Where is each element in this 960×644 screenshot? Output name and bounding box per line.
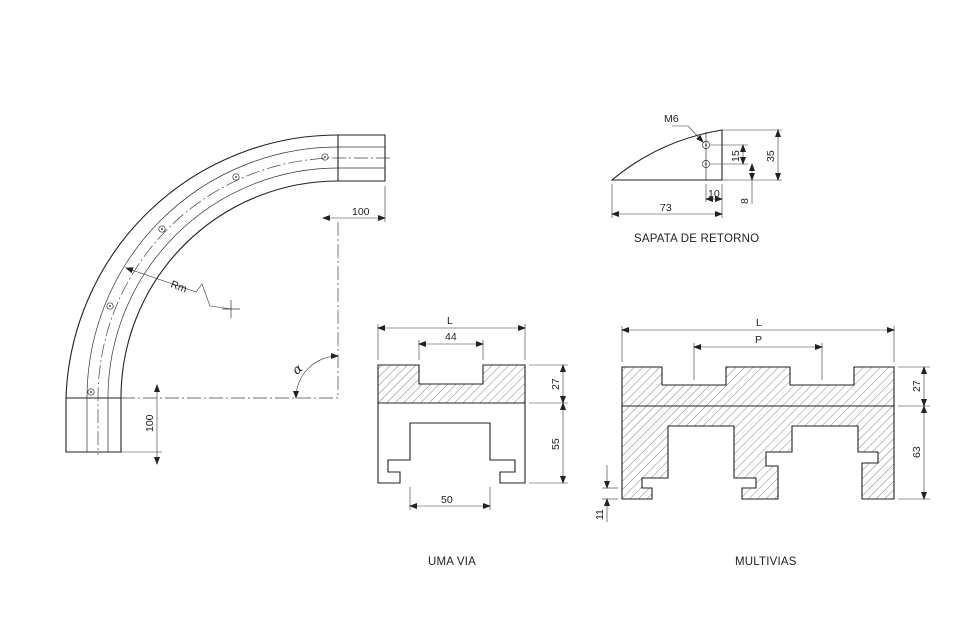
return-shoe-dim-spacing: 15: [730, 150, 742, 162]
single-way-section: L 44 50 27 55 UMA VIA: [377, 315, 568, 568]
return-shoe-dim-offset: 10: [708, 188, 720, 200]
angle-label: α: [290, 361, 307, 378]
multi-way-dim-width: L: [756, 317, 762, 329]
single-way-lower-profile: [377, 402, 526, 484]
curve-center-line: [97, 157, 390, 455]
multi-way-dim-upper-height: 27: [911, 380, 923, 392]
curve-bolt-holes: [87, 153, 329, 396]
multi-way-caption: MULTIVIAS: [735, 556, 797, 568]
curve-dim-vertical: 100: [144, 414, 156, 432]
single-way-dim-width: L: [447, 315, 453, 327]
return-shoe-outline: [610, 129, 723, 181]
single-way-dim-slot-bottom: 50: [441, 494, 453, 506]
multi-way-dim-foot: 11: [594, 509, 606, 520]
curve-rail-outer: [86, 146, 385, 452]
return-shoe-caption: SAPATA DE RETORNO: [634, 233, 759, 245]
single-way-dim-slot-top: 44: [445, 331, 457, 343]
multi-way-dim-pitch: P: [755, 334, 762, 346]
return-shoe-section: M6 73 10 15 8 35 SAPATA DE RETORNO: [610, 113, 782, 245]
single-way-dim-upper-height: 27: [550, 378, 562, 390]
curve-section: 100 100 Rm α: [65, 134, 390, 465]
multi-way-section: L P 27 63 11 MULTIVIAS: [594, 317, 930, 568]
angle-arc: [293, 353, 339, 399]
multi-way-lower-profile: [621, 405, 895, 500]
multi-way-dim-lower-height: 63: [911, 446, 923, 458]
return-shoe-dim-bottom: 8: [739, 198, 751, 204]
return-shoe-dim-length: 73: [660, 202, 672, 214]
thread-label: M6: [664, 113, 679, 125]
single-way-caption: UMA VIA: [428, 556, 476, 568]
thread-leader: [672, 125, 704, 143]
curve-rail-inner: [107, 167, 385, 452]
return-shoe-dim-height: 35: [765, 150, 777, 162]
radius-label: Rm: [169, 279, 189, 296]
radius-leader: [125, 267, 233, 310]
curve-outer-arc: [65, 134, 386, 453]
curve-dim-horizontal: 100: [352, 206, 370, 218]
single-way-dim-lower-height: 55: [550, 438, 562, 450]
